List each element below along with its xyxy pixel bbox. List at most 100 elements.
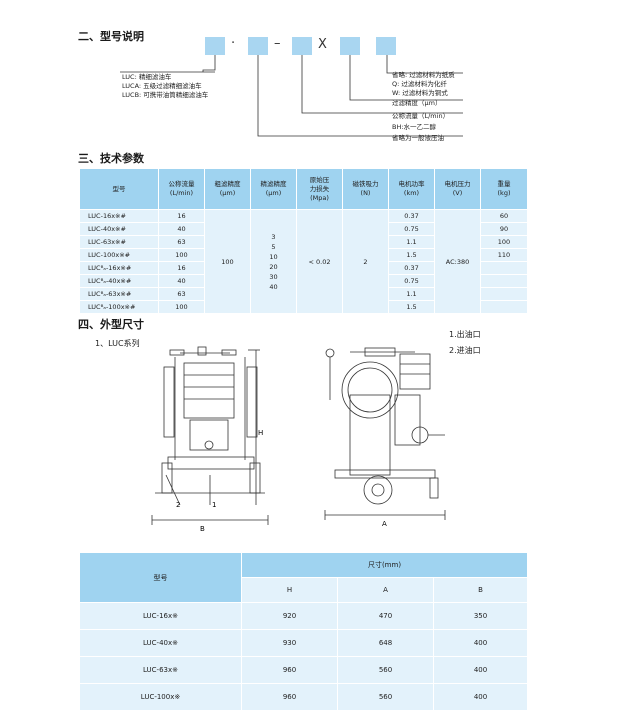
th-dim-size: 尺寸(mm)	[240, 552, 529, 578]
th-coarse: 粗滤精度 (μm)	[204, 168, 251, 210]
label-luc: LUC: 精细滤油车	[122, 73, 172, 81]
fine-value: 40	[269, 282, 278, 291]
cell-flow: 100	[158, 300, 205, 314]
cell-model: LUC-40x※	[79, 629, 242, 657]
cell-a: 470	[337, 602, 434, 630]
cell-b: 350	[432, 602, 529, 630]
th-model: 型号	[79, 168, 159, 210]
side-view-drawing: A	[324, 347, 446, 528]
label-precision: 过滤精度（μm）	[392, 99, 442, 107]
dim-a-label: A	[382, 520, 387, 528]
cell-h: 930	[241, 629, 338, 657]
fine-value: 10	[269, 252, 278, 261]
cell-power: 1.5	[388, 300, 435, 314]
cell-weight: 100	[480, 235, 528, 249]
label-w: W: 过滤材料为铜式	[392, 89, 448, 97]
cell-weight	[480, 261, 528, 275]
label-luca: LUCA: 五级过滤精细滤油车	[122, 82, 202, 90]
th-flow: 公称流量 (L/min)	[158, 168, 205, 210]
th-dim-a: A	[337, 577, 434, 603]
code-box-3	[292, 37, 312, 55]
section-title-model: 二、型号说明	[78, 30, 144, 43]
th-fine: 精滤精度 (μm)	[250, 168, 297, 210]
cell-model: LUC-63x※#	[79, 235, 159, 249]
label-lucb: LUCB: 可携带油筒精细滤油车	[122, 91, 209, 99]
cell-h: 960	[241, 683, 338, 711]
cell-coarse: 100	[204, 209, 251, 314]
dimensions-table: 型号 尺寸(mm) H A B LUC-16x※ 920 470 350 LUC…	[79, 552, 529, 711]
code-dot: ·	[231, 36, 236, 51]
cell-a: 648	[337, 629, 434, 657]
cell-model: LUC-100x※	[79, 683, 242, 711]
cell-flow: 16	[158, 209, 205, 223]
callout-2: 2	[176, 501, 180, 509]
cell-flow: 100	[158, 248, 205, 262]
cell-model: LUC-16x※#	[79, 209, 159, 223]
cell-model: LUC-63x※	[79, 656, 242, 684]
table-row: LUC-100x※ 960 560 400	[79, 683, 529, 711]
cell-weight	[480, 274, 528, 288]
legend-inlet: 2.进油口	[449, 346, 481, 355]
cell-weight: 60	[480, 209, 528, 223]
cell-h: 960	[241, 656, 338, 684]
cell-power: 1.5	[388, 248, 435, 262]
section-title-tech: 三、技术参数	[78, 152, 144, 165]
table-row: LUC-40x※# 40 0.75 90	[79, 222, 528, 236]
cell-b: 400	[432, 656, 529, 684]
cell-power: 0.37	[388, 209, 435, 223]
callout-1: 1	[212, 501, 216, 509]
fine-value: 20	[269, 262, 278, 271]
fine-value: 3	[271, 232, 276, 241]
label-paper: 省略: 过滤材料为纸质	[392, 71, 455, 79]
prefix-labels: LUC: 精细滤油车 LUCA: 五级过滤精细滤油车 LUCB: 可携带油筒精细…	[122, 73, 208, 100]
th-dim-h: H	[241, 577, 338, 603]
cell-flow: 63	[158, 235, 205, 249]
section-title-dimensions: 四、外型尺寸	[78, 318, 144, 331]
dim-header-row: 型号 尺寸(mm)	[79, 552, 529, 603]
table-row: LUCᴮₐ-100x※# 100 1.5	[79, 300, 528, 314]
table-row: LUCᴮₐ-40x※# 40 0.75	[79, 274, 528, 288]
th-power: 电机功率 (km)	[388, 168, 435, 210]
code-box-5	[376, 37, 396, 55]
dim-b-label: B	[200, 525, 205, 533]
table-row: LUC-63x※ 960 560 400	[79, 656, 529, 684]
dim-subheader-row: H A B	[80, 577, 529, 603]
cell-weight: 90	[480, 222, 528, 236]
cell-power: 0.75	[388, 222, 435, 236]
code-box-4	[340, 37, 360, 55]
cell-h: 920	[241, 602, 338, 630]
fine-value: 5	[271, 242, 276, 251]
cell-weight	[480, 287, 528, 301]
cell-model: LUC-40x※#	[79, 222, 159, 236]
suffix-labels-a: 省略: 过滤材料为纸质 Q: 过滤材料为化纤 W: 过滤材料为铜式	[392, 71, 455, 98]
table-row: LUC-100x※# 100 1.5 110	[79, 248, 528, 262]
table-row: LUC-16x※ 920 470 350	[79, 602, 529, 630]
th-pressure-loss: 原始压 力损失 (Mpa)	[296, 168, 343, 210]
cell-magnet: 2	[342, 209, 389, 314]
cell-power: 0.75	[388, 274, 435, 288]
cell-b: 400	[432, 683, 529, 711]
cell-pressure-loss: < 0.02	[296, 209, 343, 314]
th-dim-b: B	[432, 577, 529, 603]
code-x: X	[318, 37, 327, 52]
label-oil: 省略为一般液压油	[392, 134, 444, 142]
cell-model: LUCᴮₐ-16x※#	[79, 261, 159, 275]
th-dim-model: 型号	[79, 552, 242, 603]
tech-header-row: 型号 公称流量 (L/min) 粗滤精度 (μm) 精滤精度 (μm) 原始压 …	[79, 168, 528, 210]
table-row: LUC-40x※ 930 648 400	[79, 629, 529, 657]
cell-b: 400	[432, 629, 529, 657]
label-q: Q: 过滤材料为化纤	[392, 80, 447, 88]
cell-a: 560	[337, 656, 434, 684]
label-flow: 公称流量（L/min）	[392, 112, 450, 120]
th-voltage: 电机压力 (V)	[434, 168, 481, 210]
model-leader-lines	[120, 55, 463, 137]
code-dash: –	[274, 36, 281, 51]
code-box-2	[248, 37, 268, 55]
cell-power: 1.1	[388, 235, 435, 249]
cell-power: 1.1	[388, 287, 435, 301]
front-view-drawing: 2 1 B H	[151, 346, 269, 533]
cell-model: LUC-100x※#	[79, 248, 159, 262]
th-magnet: 磁铁吸力 (N)	[342, 168, 389, 210]
th-weight: 重量 (kg)	[480, 168, 528, 210]
dim-h-label: H	[258, 429, 263, 437]
